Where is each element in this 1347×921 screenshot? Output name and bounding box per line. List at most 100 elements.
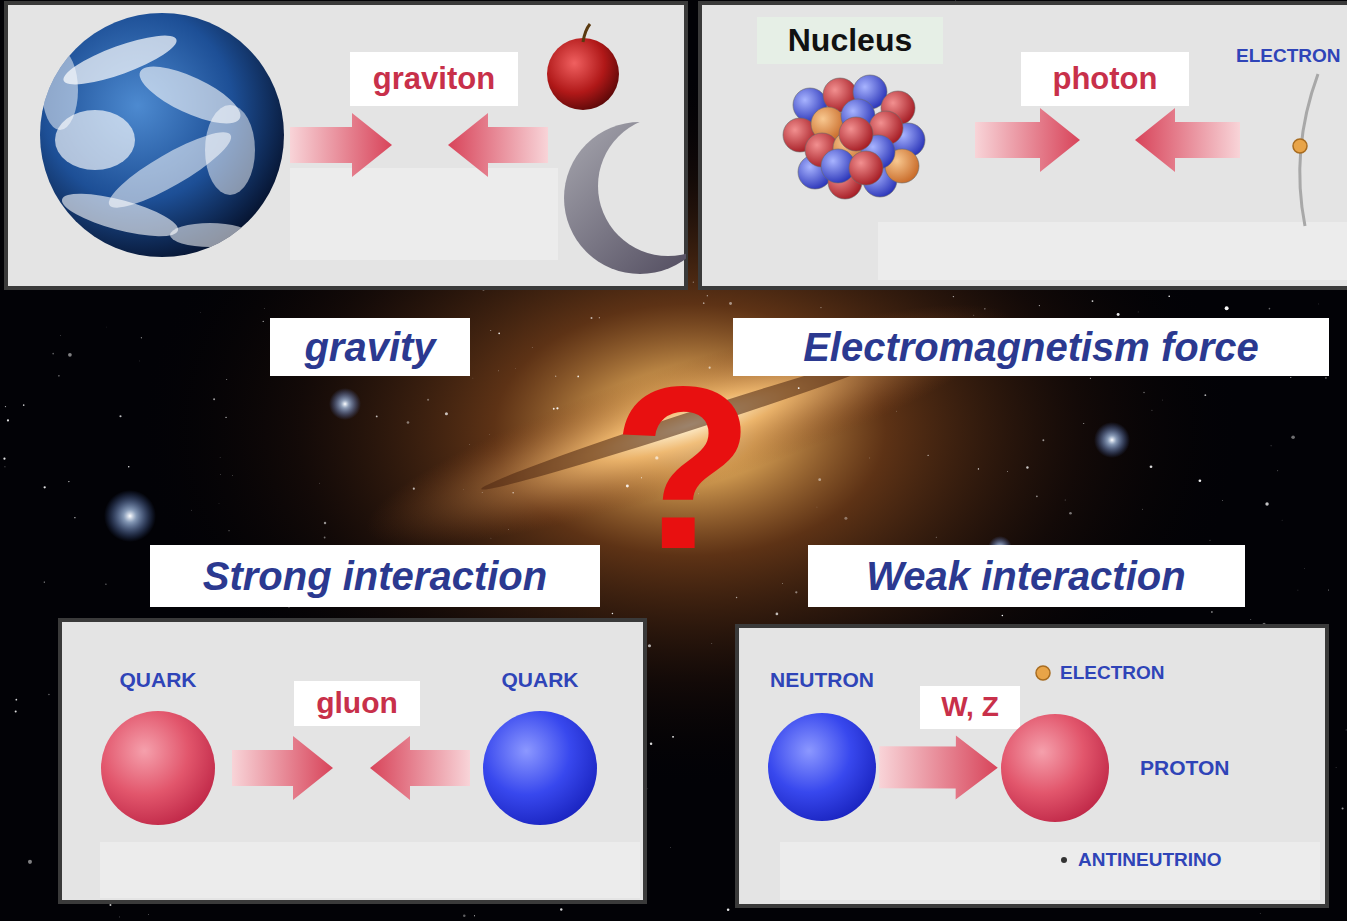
- electron-dot: [1293, 139, 1307, 153]
- star: [105, 584, 106, 585]
- panel-inset: [780, 842, 1320, 900]
- star: [820, 307, 821, 308]
- star: [1318, 303, 1320, 305]
- star: [508, 529, 510, 531]
- panel: [700, 3, 1347, 288]
- force-title-box: Strong interaction: [150, 545, 600, 607]
- star: [798, 387, 800, 389]
- particle-label: ANTINEUTRINO: [1078, 849, 1222, 871]
- star: [896, 410, 898, 412]
- star: [555, 376, 556, 377]
- star: [648, 644, 651, 647]
- star: [512, 492, 513, 493]
- star: [219, 457, 221, 459]
- star: [1211, 611, 1212, 612]
- star: [106, 326, 108, 328]
- star: [707, 295, 708, 296]
- circle-outline: [767, 712, 877, 822]
- star: [693, 282, 694, 283]
- question-mark: ?: [612, 352, 754, 584]
- star: [23, 404, 25, 406]
- star: [263, 308, 265, 310]
- force-arrow: [290, 113, 392, 177]
- nucleus-label-box: Nucleus: [757, 17, 943, 64]
- star: [1325, 377, 1326, 378]
- circle-outline: [100, 710, 216, 826]
- cloud: [58, 185, 182, 245]
- star: [482, 492, 483, 493]
- star: [489, 434, 491, 436]
- star: [498, 332, 500, 334]
- star: [1117, 313, 1120, 316]
- force-title-box: Electromagnetism force: [733, 318, 1329, 376]
- nucleon: [849, 151, 883, 185]
- star: [782, 583, 784, 585]
- star: [776, 613, 779, 616]
- star: [612, 613, 613, 614]
- moon-crescent: [564, 122, 686, 274]
- star: [560, 908, 562, 910]
- star: [869, 457, 871, 459]
- star: [490, 537, 492, 539]
- quark-circle: QUARK: [98, 668, 218, 826]
- antineutrino-dot: [1061, 857, 1067, 863]
- node-text: Weak interaction: [866, 553, 1185, 599]
- star: [148, 914, 150, 916]
- star: [1209, 539, 1211, 541]
- star: [650, 743, 652, 745]
- earth-clouds: [42, 26, 255, 247]
- star: [1277, 470, 1279, 472]
- star: [48, 694, 49, 695]
- proton-circle: PROTON: [1000, 713, 1234, 823]
- star: [1069, 512, 1072, 515]
- star: [1328, 589, 1329, 590]
- star: [319, 482, 321, 484]
- bright-star: [329, 388, 361, 420]
- star: [1039, 305, 1040, 306]
- force-arrow: [370, 736, 470, 800]
- star: [1199, 479, 1202, 482]
- star: [1222, 499, 1224, 501]
- star: [407, 421, 410, 424]
- force-arrow: [448, 113, 548, 177]
- star: [138, 360, 140, 362]
- force-arrow: [975, 108, 1080, 172]
- particle-circle: [101, 711, 215, 825]
- star: [469, 444, 471, 446]
- star: [68, 353, 72, 357]
- star: [109, 904, 111, 906]
- apple-stem: [583, 24, 590, 42]
- panel: [60, 620, 645, 902]
- star: [324, 537, 326, 539]
- star: [263, 321, 264, 322]
- star: [228, 530, 229, 531]
- star: [599, 317, 600, 318]
- star: [1137, 311, 1139, 313]
- star: [1092, 300, 1094, 302]
- node-text: Nucleus: [788, 22, 912, 59]
- stars: [3, 1, 1346, 918]
- star: [119, 415, 121, 417]
- star: [672, 736, 674, 738]
- star: [7, 419, 9, 421]
- star: [213, 398, 215, 400]
- panel-inset: [290, 168, 558, 260]
- star: [844, 517, 847, 520]
- star: [226, 379, 228, 381]
- star: [324, 522, 326, 524]
- particle-circle: [1001, 714, 1109, 822]
- nucleus-picture: [783, 75, 925, 199]
- star: [703, 302, 705, 304]
- star: [463, 915, 466, 918]
- star: [28, 860, 32, 864]
- star: [935, 536, 937, 538]
- node-text: photon: [1052, 61, 1157, 97]
- panel-inset: [100, 842, 640, 898]
- star: [1290, 377, 1291, 378]
- particle-label: ELECTRON: [1236, 45, 1341, 67]
- star: [490, 330, 492, 332]
- star: [670, 847, 672, 849]
- star: [729, 302, 732, 305]
